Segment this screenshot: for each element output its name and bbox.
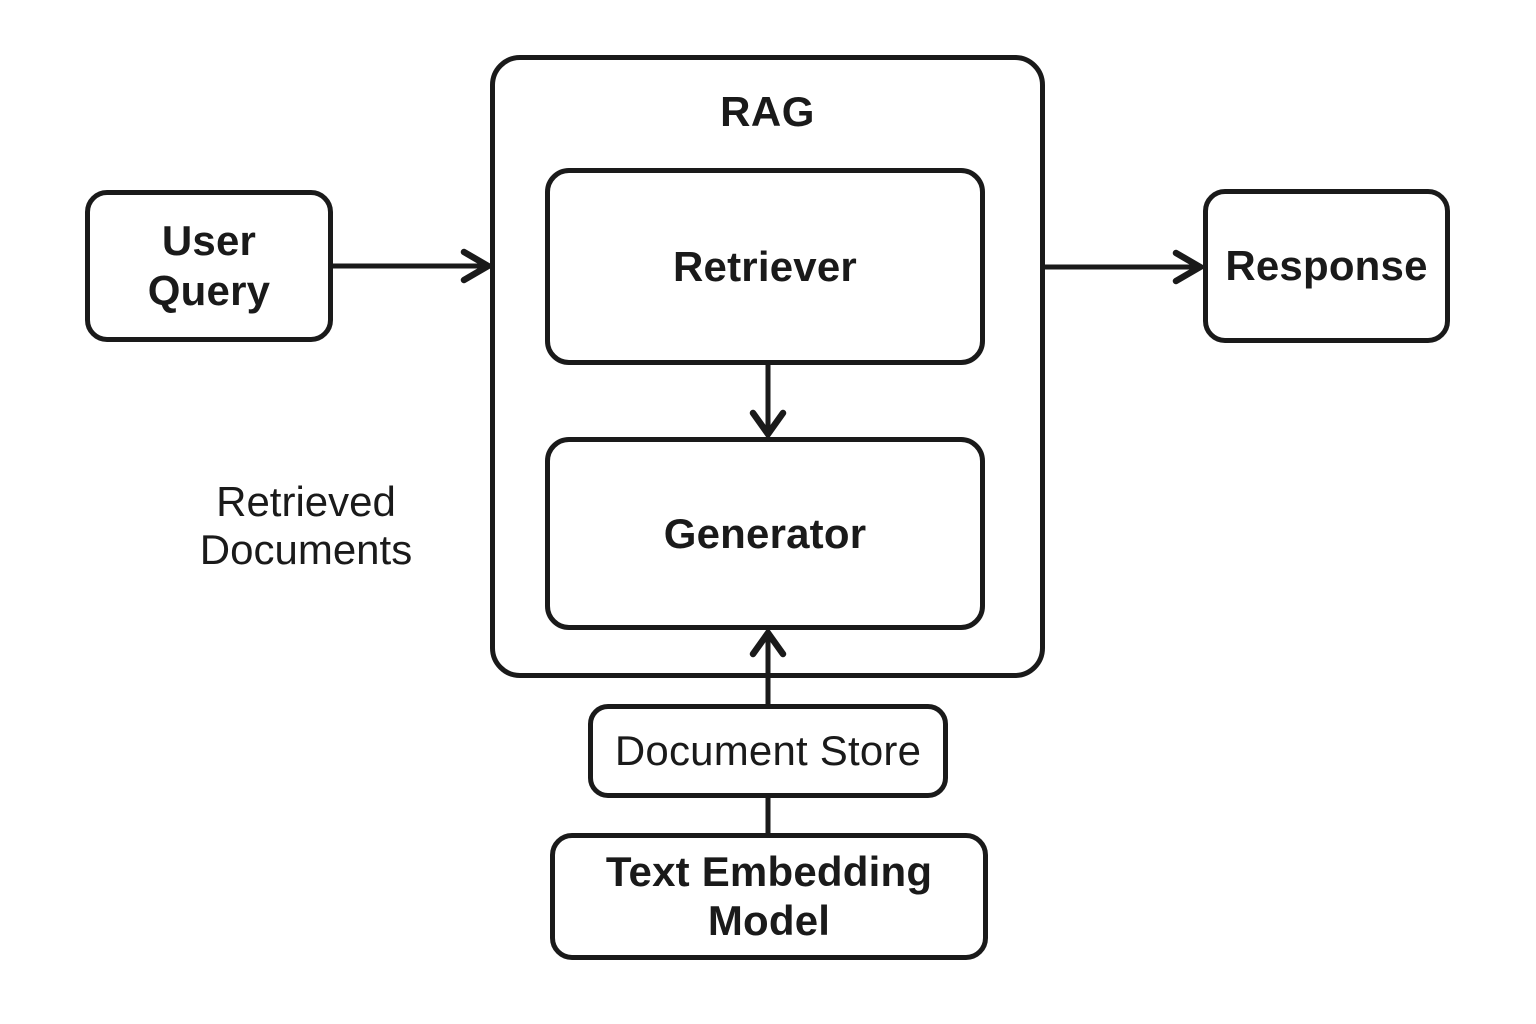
text-embedding-model-node: Text Embedding Model [550,833,988,960]
rag-container-label: RAG [720,88,815,135]
arrow-rag-to-response [1043,249,1207,285]
generator-node: Generator [545,437,985,630]
response-node: Response [1203,189,1450,343]
user-query-node: User Query [85,190,333,342]
arrow-user-query-to-rag [331,248,495,284]
retrieved-documents-label: Retrieved Documents [199,478,413,574]
document-store-node: Document Store [588,704,948,798]
retriever-node: Retriever [545,168,985,365]
